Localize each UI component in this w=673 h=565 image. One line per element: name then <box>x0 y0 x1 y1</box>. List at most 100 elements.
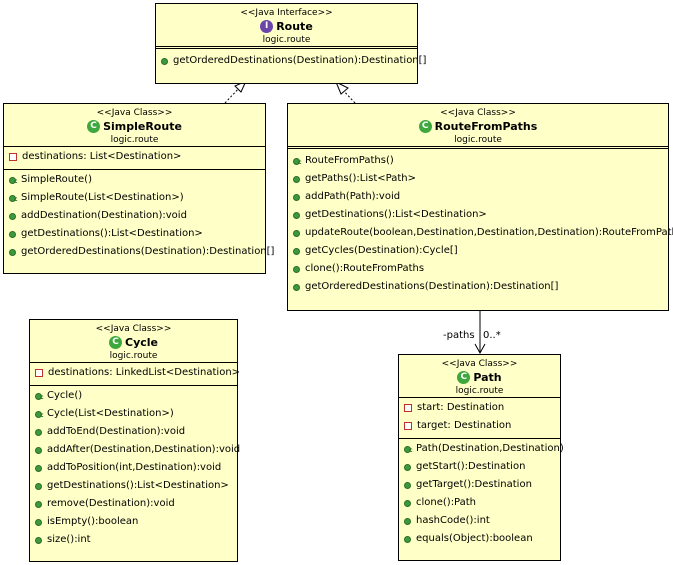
field-row[interactable]: destinations: LinkedList<Destination> <box>30 364 241 382</box>
method-row[interactable]: getTarget():Destination <box>399 476 560 494</box>
method-row[interactable]: addPath(Path):void <box>288 188 668 206</box>
public-method-icon <box>35 464 42 472</box>
class-icon: C <box>87 120 101 133</box>
public-method-icon <box>293 193 300 201</box>
constructor-icon: c <box>9 176 18 185</box>
interface-icon: I <box>260 20 274 33</box>
method-label: addToPosition(int,Destination):void <box>47 462 222 473</box>
public-method-icon <box>9 248 16 256</box>
method-row[interactable]: getPaths():List<Path> <box>288 170 668 188</box>
method-row[interactable]: addToPosition(int,Destination):void <box>30 459 237 477</box>
public-method-icon <box>293 229 300 237</box>
association-role-label: -paths <box>443 330 475 341</box>
method-row[interactable]: hashCode():int <box>399 512 560 530</box>
method-label: SimpleRoute(List<Destination>) <box>21 192 184 203</box>
public-method-icon <box>404 463 411 471</box>
method-label: Path(Destination,Destination) <box>416 443 564 454</box>
method-label: size():int <box>47 534 91 545</box>
field-label: destinations: List<Destination> <box>22 151 182 162</box>
method-row[interactable]: updateRoute(boolean,Destination,Destinat… <box>288 224 673 242</box>
method-row[interactable]: equals(Object):boolean <box>399 530 560 548</box>
method-row[interactable]: addAfter(Destination,Destination):void <box>30 441 241 459</box>
public-method-icon <box>293 247 300 255</box>
realization-arrowhead-routefrompaths <box>335 80 349 95</box>
constructor-icon: c <box>404 445 413 454</box>
private-field-icon <box>9 153 17 161</box>
class-name: Route <box>276 20 313 33</box>
field-row[interactable]: target: Destination <box>399 417 560 435</box>
method-label: addToEnd(Destination):void <box>47 426 186 437</box>
package-name: logic.route <box>262 35 311 45</box>
method-label: getDestinations():List<Destination> <box>47 480 229 491</box>
method-label: Cycle(List<Destination>) <box>47 408 174 419</box>
constructor-icon: c <box>35 410 44 419</box>
method-label: RouteFromPaths() <box>305 155 394 166</box>
method-row[interactable]: remove(Destination):void <box>30 495 237 513</box>
class-name: SimpleRoute <box>103 120 182 133</box>
class-icon: C <box>418 120 432 133</box>
stereotype: <<Java Class>> <box>95 324 172 334</box>
method-row[interactable]: getDestinations():List<Destination> <box>288 206 668 224</box>
class-icon: C <box>457 371 471 384</box>
public-method-icon <box>35 500 42 508</box>
method-label: addAfter(Destination,Destination):void <box>47 444 241 455</box>
field-label: target: Destination <box>417 420 512 431</box>
method-row[interactable]: getDestinations():List<Destination> <box>30 477 237 495</box>
public-method-icon <box>404 499 411 507</box>
method-label: Cycle() <box>47 390 83 401</box>
method-row[interactable]: getOrderedDestinations(Destination):Dest… <box>4 243 274 261</box>
method-label: remove(Destination):void <box>47 498 175 509</box>
fields-section: destinations: LinkedList<Destination> <box>30 362 241 385</box>
public-method-icon <box>161 57 168 65</box>
method-row[interactable]: getDestinations():List<Destination> <box>4 225 265 243</box>
method-row[interactable]: size():int <box>30 531 237 549</box>
field-label: destinations: LinkedList<Destination> <box>48 367 241 378</box>
method-row[interactable]: addDestination(Destination):void <box>4 207 265 225</box>
association-multiplicity-label: 0..* <box>483 330 501 341</box>
methods-section: getOrderedDestinations(Destination):Dest… <box>156 51 426 73</box>
stereotype: <<Java Class>> <box>440 108 516 118</box>
public-method-icon <box>35 482 42 490</box>
association-arrowhead <box>474 343 486 355</box>
method-row[interactable]: isEmpty():boolean <box>30 513 237 531</box>
method-row[interactable]: clone():Path <box>399 494 560 512</box>
package-name: logic.route <box>110 135 159 145</box>
field-row[interactable]: start: Destination <box>399 399 560 417</box>
package-name: logic.route <box>454 135 502 145</box>
method-row[interactable]: addToEnd(Destination):void <box>30 423 237 441</box>
method-label: getDestinations():List<Destination> <box>21 228 203 239</box>
class-name: Path <box>473 371 502 384</box>
package-name: logic.route <box>109 351 158 361</box>
field-row[interactable]: destinations: List<Destination> <box>4 148 265 166</box>
method-label: getOrderedDestinations(Destination):Dest… <box>305 281 559 292</box>
class-name: Cycle <box>125 336 158 349</box>
method-row[interactable]: getStart():Destination <box>399 458 560 476</box>
field-label: start: Destination <box>417 402 505 413</box>
method-label: clone():Path <box>416 497 477 508</box>
public-method-icon <box>9 212 16 220</box>
method-row[interactable]: getCycles(Destination):Cycle[] <box>288 242 668 260</box>
public-method-icon <box>35 518 42 526</box>
method-row[interactable]: clone():RouteFromPaths <box>288 260 668 278</box>
method-row[interactable]: getOrderedDestinations(Destination):Dest… <box>288 278 668 296</box>
method-row[interactable]: getOrderedDestinations(Destination):Dest… <box>156 52 426 70</box>
stereotype: <<Java Interface>> <box>240 8 333 18</box>
method-label: SimpleRoute() <box>21 174 92 185</box>
method-label: getStart():Destination <box>416 461 526 472</box>
method-label: clone():RouteFromPaths <box>305 263 425 274</box>
public-method-icon <box>9 230 16 238</box>
